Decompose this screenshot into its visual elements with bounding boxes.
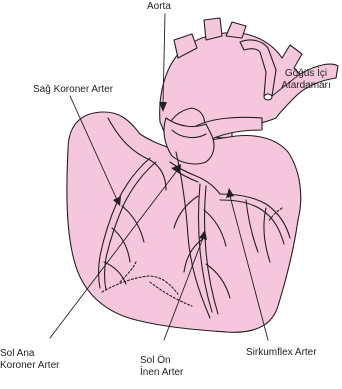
label-left-main-coronary-artery: Sol Ana Koroner Arter: [0, 348, 59, 372]
label-internal-thoracic-line2: Atardamarı: [270, 80, 342, 92]
label-left-main-line1: Sol Ana: [0, 348, 59, 360]
label-aorta: Aorta: [147, 1, 171, 13]
label-internal-thoracic-artery: Göğüs İçi Atardamarı: [270, 68, 342, 92]
label-left-anterior-descending: Sol Ön İnen Arter: [140, 355, 183, 379]
label-circumflex-artery: Sirkumflex Arter: [246, 347, 317, 359]
left-carotid-stub: [204, 18, 222, 40]
label-lad-line1: Sol Ön: [140, 355, 183, 367]
internal-thoracic-end: [264, 94, 272, 100]
label-left-main-line2: Koroner Arter: [0, 360, 59, 372]
label-internal-thoracic-line1: Göğüs İçi: [270, 68, 342, 80]
subclavian-stub: [226, 22, 246, 38]
label-right-coronary-artery: Sağ Koroner Arter: [33, 84, 113, 96]
label-lad-line2: İnen Arter: [140, 367, 183, 379]
